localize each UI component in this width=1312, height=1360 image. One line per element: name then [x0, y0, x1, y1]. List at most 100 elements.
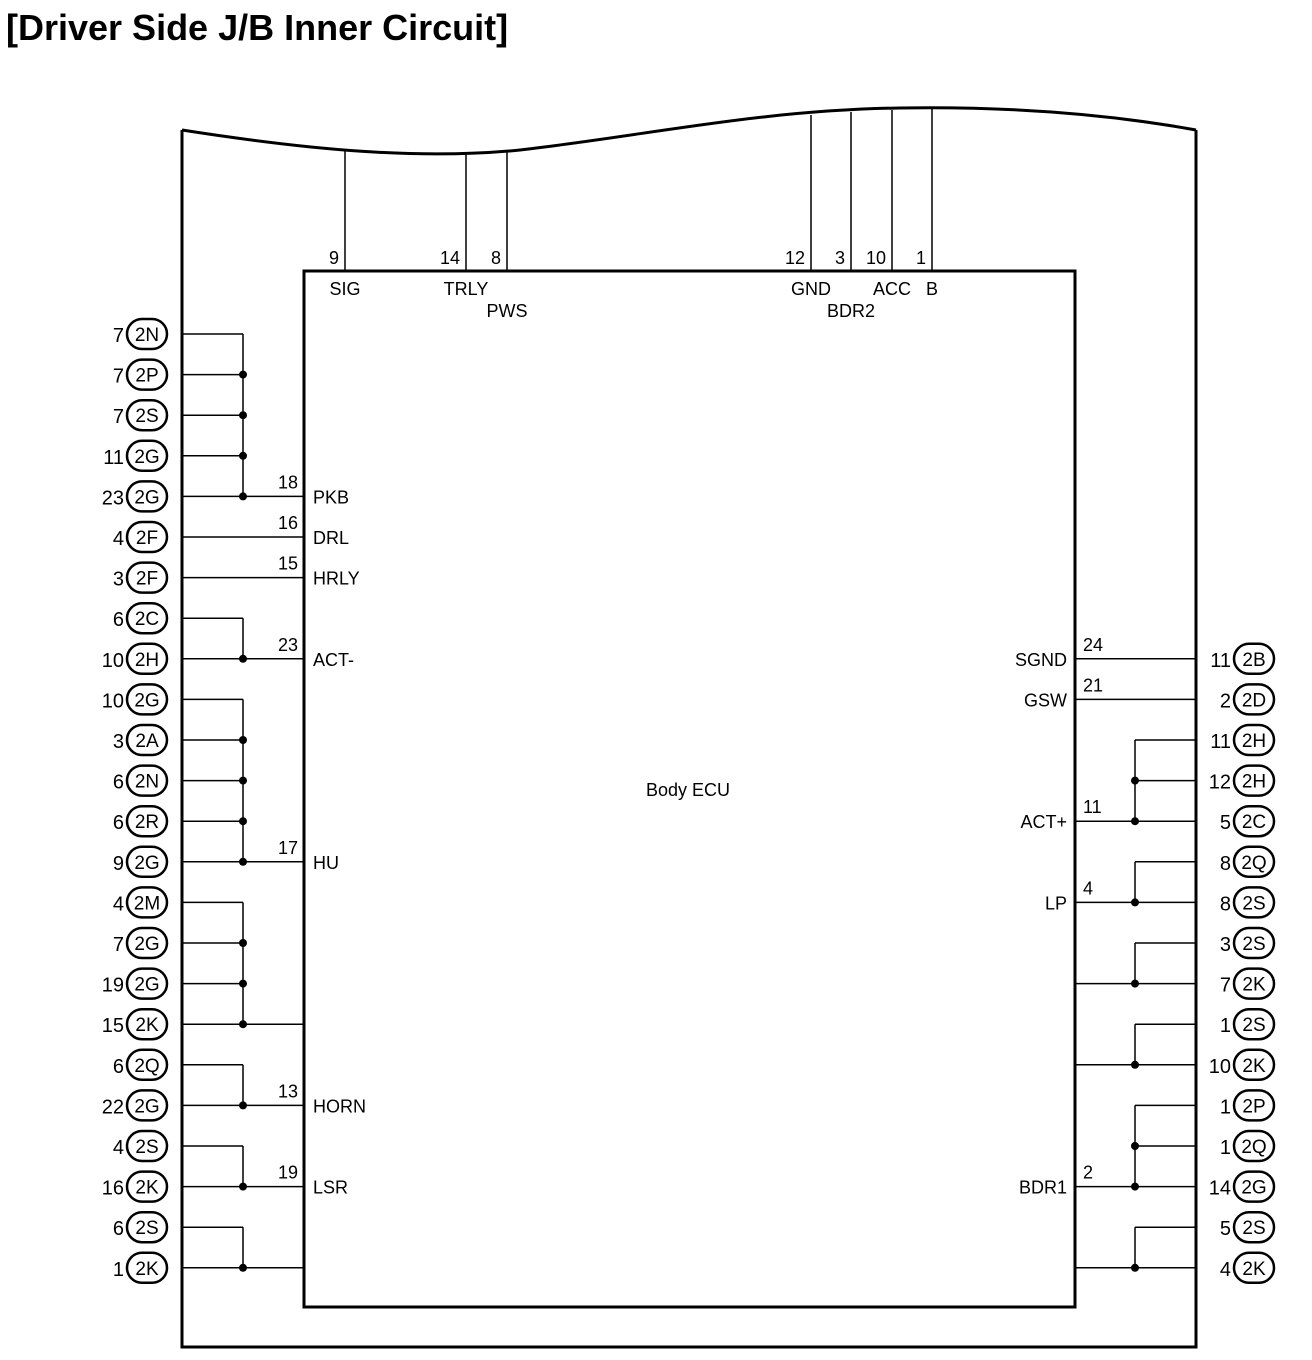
terminal-number: 4 [113, 528, 124, 550]
connector-oval [1232, 1129, 1276, 1163]
right-terminal: 2K7 [1220, 967, 1276, 1000]
left-terminal: 2M4 [113, 886, 169, 919]
connector-oval [125, 804, 169, 838]
connector-id: 2K [135, 1015, 159, 1036]
junction-dot [239, 979, 247, 988]
pin-number: 4 [1083, 878, 1093, 898]
junction-dot [1131, 1182, 1139, 1191]
junction-dot [239, 451, 247, 460]
connector-oval [125, 561, 169, 594]
connector-oval [125, 1007, 169, 1041]
junction-dot [239, 736, 247, 744]
connector-oval [1232, 1251, 1276, 1285]
pin-label: HRLY [313, 569, 360, 589]
left-terminal: 2Q6 [113, 1048, 169, 1082]
right-terminal: 2Q1 [1220, 1129, 1276, 1163]
connector-id: 2S [135, 1218, 158, 1239]
junction-dot [1131, 776, 1139, 785]
connector-id: 2G [134, 934, 159, 955]
connector-id: 2P [135, 366, 158, 387]
right-terminal: 2D 2 [1220, 683, 1276, 716]
terminal-number: 10 [1209, 1056, 1231, 1078]
top-pin-number: 8 [491, 248, 501, 268]
terminal-number: 1 [113, 1259, 124, 1281]
connector-oval [125, 926, 169, 960]
connector-id: 2K [1242, 975, 1266, 996]
terminal-number: 11 [103, 447, 124, 469]
pin-label: ACT+ [1020, 812, 1067, 832]
connector-id: 2G [134, 447, 159, 468]
terminal-number: 1 [1220, 1137, 1231, 1159]
connector-id: 2F [136, 528, 158, 549]
pin-number: 19 [278, 1163, 298, 1183]
terminal-number: 3 [1220, 934, 1231, 956]
connector-id: 2Q [1241, 853, 1266, 874]
terminal-number: 5 [1220, 812, 1231, 834]
left-terminal: 2N6 [113, 764, 169, 797]
pin-label: PKB [313, 487, 349, 507]
left-terminal: 2K1 [113, 1251, 169, 1285]
connector-id: 2D [1242, 690, 1266, 711]
connector-oval [125, 1170, 169, 1203]
junction-dot [239, 492, 247, 501]
junction-dot [239, 1182, 247, 1191]
body-ecu-label: Body ECU [646, 780, 730, 800]
connector-oval [1232, 1210, 1276, 1244]
terminal-number: 4 [113, 1137, 124, 1159]
top-pin-number: 12 [785, 248, 805, 268]
connector-oval [125, 886, 169, 919]
terminal-number: 14 [1209, 1178, 1231, 1200]
connector-oval [125, 439, 169, 473]
left-terminal: 2F 4 [113, 520, 169, 554]
connector-id: 2C [135, 609, 159, 630]
junction-dot [239, 370, 247, 379]
top-pin-label: BDR2 [827, 301, 875, 321]
connector-id: 2G [134, 975, 159, 996]
terminal-number: 2 [1220, 690, 1231, 712]
left-terminal: 2G9 [113, 845, 169, 879]
right-terminal: 2K 10 [1209, 1048, 1276, 1082]
connector-oval [1232, 1007, 1276, 1041]
terminal-number: 10 [102, 690, 124, 712]
connector-oval [1232, 967, 1276, 1000]
pin-label: LSR [313, 1178, 348, 1198]
pin-number: 2 [1083, 1163, 1093, 1183]
connector-oval [125, 520, 169, 554]
diagram-title: [Driver Side J/B Inner Circuit] [6, 7, 508, 48]
connector-id: 2K [1242, 1056, 1266, 1077]
pin-number: 24 [1083, 635, 1103, 655]
top-pin-label: GND [791, 279, 831, 299]
connector-oval [1232, 1170, 1276, 1203]
connector-id: 2R [135, 812, 159, 833]
left-terminal: 2G 11 [103, 439, 169, 473]
pin-number: 18 [278, 472, 298, 492]
connector-id: 2G [134, 1096, 159, 1117]
junction-block-frame [180, 106, 1198, 1349]
left-terminal: 2N7 [113, 317, 169, 351]
junction-dot [239, 1263, 247, 1272]
connector-id: 2N [135, 325, 159, 346]
connector-oval [1232, 886, 1276, 919]
terminal-number: 6 [113, 1218, 124, 1240]
connector-id: 2Q [134, 1056, 159, 1077]
right-terminal: 2K4 [1220, 1251, 1276, 1285]
terminal-number: 1 [1220, 1015, 1231, 1037]
top-pin-number: 10 [866, 248, 886, 268]
connector-oval [1232, 683, 1276, 716]
connector-id: 2B [1242, 650, 1265, 671]
connector-id: 2S [1242, 934, 1265, 955]
connector-id: 2F [136, 569, 158, 590]
left-terminal: 2S7 [113, 398, 169, 432]
pin-number: 13 [278, 1081, 298, 1101]
connector-oval [125, 398, 169, 432]
terminal-number: 8 [1220, 893, 1231, 915]
connector-id: 2K [1242, 1259, 1266, 1280]
connector-oval [1232, 804, 1276, 838]
right-side-wiring: 2B112D22H112H122C52Q82S82S32K72S12K102P1… [1015, 635, 1276, 1285]
pin-label: DRL [313, 528, 349, 548]
left-terminal: 2C6 [113, 601, 169, 635]
